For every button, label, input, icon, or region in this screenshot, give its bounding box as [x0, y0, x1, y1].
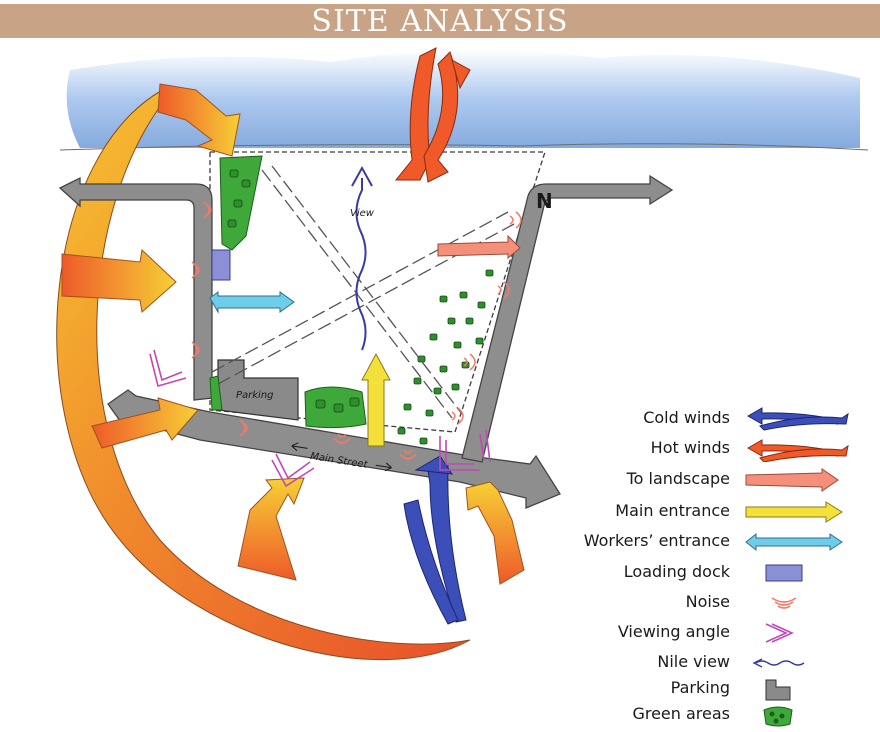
legend-label: Nile view [657, 652, 730, 671]
legend-label: Hot winds [650, 438, 730, 457]
to-landscape-arrow [437, 234, 521, 260]
noise-marks [191, 201, 522, 460]
sun-path-arc [56, 85, 471, 661]
legend-row-viewing-angle: Viewing angle [520, 620, 880, 646]
legend-label: Parking [670, 678, 730, 697]
title-band: SITE ANALYSIS [0, 3, 880, 39]
legend-label: Cold winds [643, 408, 730, 427]
green-areas-icon [763, 706, 793, 727]
workers-entrance-icon [745, 532, 843, 552]
hot-winds-arrows [394, 47, 471, 183]
legend-row-workers-entrance: Workers’ entrance [520, 529, 880, 555]
legend-label: Viewing angle [617, 622, 730, 641]
workers-entrance-arrow [209, 291, 295, 314]
view-arrow [355, 178, 367, 351]
green-area-parking-edge [209, 375, 223, 411]
loading-dock [211, 249, 231, 281]
legend-row-noise: Noise [520, 590, 880, 616]
viewing-angle-marks [149, 349, 491, 488]
legend-row-cold-winds: Cold winds [520, 406, 880, 432]
cold-winds-arrows [403, 455, 467, 625]
sun-arrow-west [61, 248, 177, 313]
road-west-north [58, 176, 213, 401]
sun-arrow-south [237, 477, 305, 581]
legend-row-main-entrance: Main entrance [520, 499, 880, 525]
legend-row-green-areas: Green areas [520, 702, 880, 728]
road-east [461, 174, 674, 463]
hot-winds-icon [746, 439, 849, 462]
legend-label: To landscape [626, 469, 730, 488]
to-landscape-icon [745, 468, 839, 492]
legend-row-nile-view: Nile view [520, 650, 880, 676]
parking-icon [765, 679, 791, 701]
legend-label: Loading dock [623, 562, 730, 581]
legend-label: Green areas [632, 704, 730, 723]
sun-arrow-southwest [91, 397, 199, 449]
green-area-spots [227, 169, 502, 445]
loading-dock-icon [765, 564, 803, 582]
legend-row-loading-dock: Loading dock [520, 560, 880, 586]
sun-arrow-north [157, 83, 241, 157]
nile-view-icon [752, 658, 805, 668]
page-title: SITE ANALYSIS [311, 3, 569, 39]
legend-row-hot-winds: Hot winds [520, 436, 880, 462]
legend-label: Noise [685, 592, 730, 611]
legend-label: Workers’ entrance [583, 531, 730, 550]
sun-arrow-southeast [465, 481, 525, 585]
north-marker: N [536, 189, 553, 213]
viewing-angle-icon [765, 623, 794, 643]
legend-row-parking: Parking [520, 676, 880, 702]
main-entrance-icon [745, 501, 843, 523]
sun-arrows [61, 83, 525, 585]
cold-winds-icon [746, 407, 849, 431]
legend-row-to-landscape: To landscape [520, 467, 880, 493]
noise-icon [771, 597, 797, 609]
main-entrance-arrow [361, 352, 391, 447]
legend-label: Main entrance [615, 501, 730, 520]
legend: Cold winds Hot winds To landscape Main e… [520, 400, 880, 730]
view-label: View [350, 208, 375, 219]
parking-label: Parking [236, 390, 274, 401]
